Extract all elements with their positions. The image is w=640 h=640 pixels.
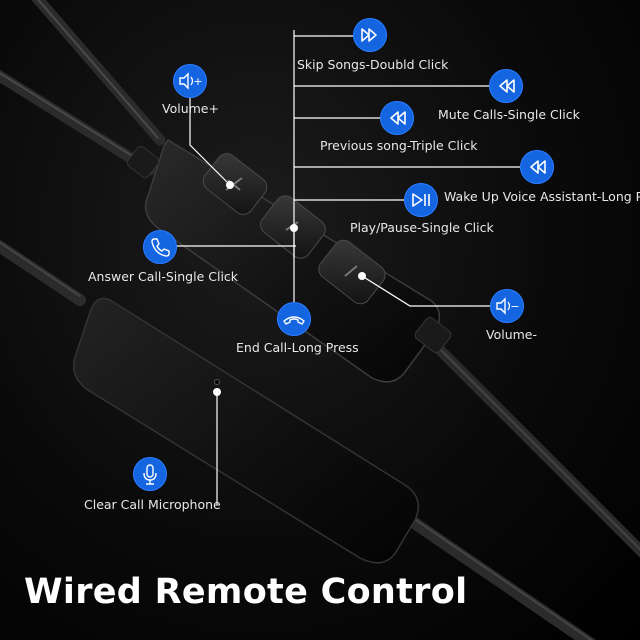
microphone-label: Clear Call Microphone (84, 497, 221, 512)
microphone-icon (133, 457, 167, 491)
volume-up-label: Volume+ (162, 101, 219, 116)
leader-lines (175, 30, 520, 505)
remote-buttons (202, 153, 386, 305)
rewind-icon (380, 101, 414, 135)
volume-down-label: Volume- (486, 327, 538, 342)
play-pause-label: Play/Pause-Single Click (350, 220, 494, 235)
mute-calls-label: Mute Calls-Single Click (438, 107, 580, 122)
volume-plus-sign: + (193, 75, 202, 88)
hang-up-icon (277, 302, 311, 336)
end-call-label: End Call-Long Press (236, 340, 359, 355)
play-pause-icon (404, 183, 438, 217)
phone-icon (143, 230, 177, 264)
rewind-icon (520, 150, 554, 184)
anchor-dots (213, 181, 366, 396)
wake-voice-label: Wake Up Voice Assistant-Long Press (444, 189, 640, 204)
speaker-minus-icon: − (490, 289, 524, 323)
answer-call-label: Answer Call-Single Click (88, 269, 239, 284)
page-title: Wired Remote Control (24, 572, 468, 612)
skip-songs-label: Skip Songs-Doubld Click (297, 57, 449, 72)
remote-body (126, 138, 452, 383)
speaker-plus-icon: + (173, 64, 207, 98)
rewind-icon (489, 69, 523, 103)
previous-song-label: Previous song-Triple Click (320, 138, 478, 153)
mic-hole (214, 379, 220, 385)
fast-forward-icon (353, 18, 387, 52)
microphone-body (73, 297, 420, 564)
volume-minus-sign: − (510, 300, 519, 313)
